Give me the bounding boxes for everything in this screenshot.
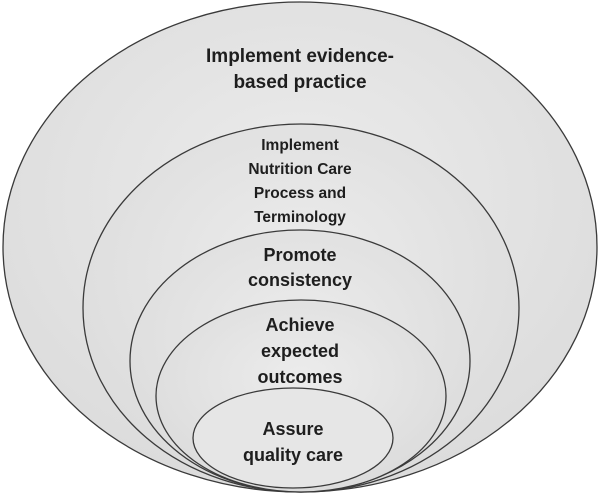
label-line: Terminology: [254, 209, 346, 226]
label-line: Nutrition Care: [248, 161, 352, 178]
label-line: based practice: [233, 72, 367, 93]
label-line: Implement: [261, 137, 339, 154]
label-line: quality care: [242, 445, 344, 465]
ellipse-level-5: [192, 387, 394, 489]
label-line: Achieve: [265, 315, 335, 335]
label-line: Assure: [262, 419, 324, 439]
label-promote-consistency: Promote consistency: [0, 243, 600, 293]
label-nutrition-care-process: Implement Nutrition Care Process and Ter…: [0, 134, 600, 230]
label-assure-quality-care: Assure quality care: [0, 416, 593, 468]
label-line: Promote: [263, 245, 337, 265]
label-evidence-based-practice: Implement evidence- based practice: [0, 44, 600, 96]
label-line: consistency: [247, 270, 353, 290]
label-line: Implement evidence-: [206, 46, 394, 67]
label-line: expected: [260, 341, 340, 361]
label-achieve-outcomes: Achieve expected outcomes: [0, 312, 600, 390]
label-line: Process and: [253, 185, 347, 202]
label-line: outcomes: [257, 367, 343, 387]
